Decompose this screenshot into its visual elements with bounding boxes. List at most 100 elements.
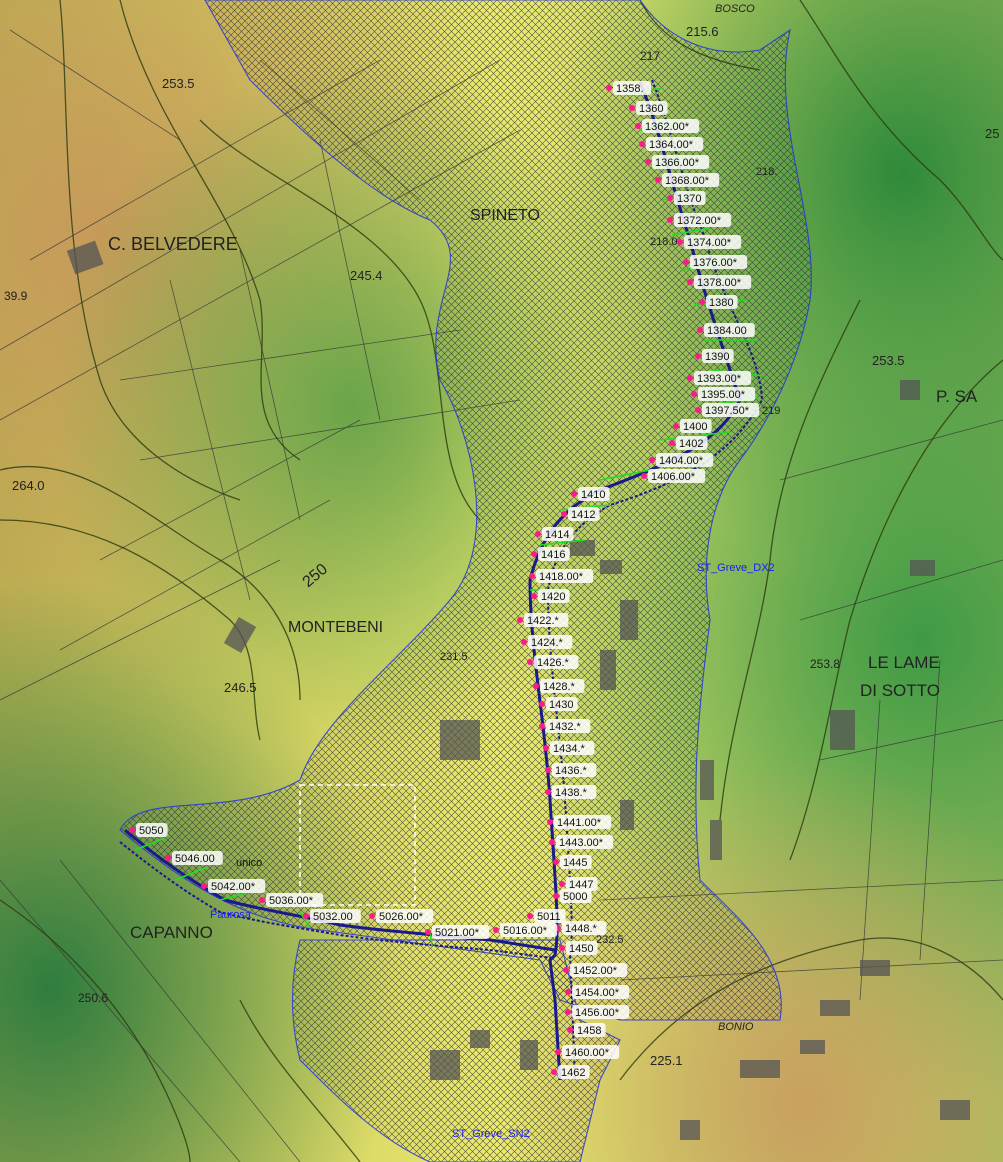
cross-section-label[interactable]: 1452.00* [573, 965, 618, 977]
cross-section-label[interactable]: 1395.00* [701, 389, 746, 401]
cross-section-label[interactable]: 1368.00* [665, 175, 710, 187]
cross-section-label[interactable]: 1410 [581, 489, 605, 501]
cross-section-label[interactable]: 1376.00* [693, 257, 738, 269]
stream-label-unico: unico [236, 857, 262, 869]
cross-section-label-bg [684, 235, 742, 249]
stream-label-paurosa: Paurosa [210, 909, 252, 921]
elev-218: 218. [756, 166, 777, 178]
cross-section-label[interactable]: 1438.* [555, 787, 588, 799]
cross-section-label-bg [536, 569, 594, 583]
cross-section-label[interactable]: 5050 [139, 825, 163, 837]
cross-section-label[interactable]: 1393.00* [697, 373, 742, 385]
cross-section-label[interactable]: 1420 [541, 591, 565, 603]
cross-section-label[interactable]: 1366.00* [655, 157, 700, 169]
cross-section-label[interactable]: 5016.00* [503, 925, 548, 937]
section-points [129, 85, 705, 1075]
cross-section-label[interactable]: 1358. [616, 83, 644, 95]
cross-section-label[interactable]: 1412 [571, 509, 595, 521]
section-point [531, 593, 537, 599]
cross-section-label[interactable]: 1378.00* [697, 277, 742, 289]
elev-231-5: 231.5 [440, 651, 468, 663]
cross-section-label[interactable]: 1406.00* [651, 471, 696, 483]
section-point [667, 195, 673, 201]
cross-section-label[interactable]: 1448.* [565, 923, 598, 935]
section-point [539, 701, 545, 707]
cross-section-label-bg [642, 119, 700, 133]
cross-section-label[interactable]: 5011 [537, 911, 561, 923]
cross-section-label[interactable]: 1370 [677, 193, 701, 205]
flood-area-upper [119, 0, 812, 1021]
cross-section-label[interactable]: 1436.* [555, 765, 588, 777]
cross-section-label-bg [698, 387, 756, 401]
cross-section-label-bg [550, 741, 595, 755]
section-point [677, 239, 683, 245]
cross-section-label-bg [432, 925, 490, 939]
place-label-montebeni: MONTEBENI [288, 619, 383, 636]
cross-section-label[interactable]: 1456.00* [575, 1007, 620, 1019]
section-point [561, 511, 567, 517]
section-point [129, 827, 135, 833]
cross-section-label[interactable]: 5042.00* [211, 881, 256, 893]
cross-section-label[interactable]: 1460.00* [565, 1047, 610, 1059]
section-point [553, 859, 559, 865]
cross-section-label[interactable]: 1441.00* [557, 817, 602, 829]
elev-264-0: 264.0 [12, 478, 45, 493]
cross-section-label[interactable]: 1360 [639, 103, 663, 115]
section-point [529, 573, 535, 579]
cross-section-label[interactable]: 1426.* [537, 657, 570, 669]
cross-section-label[interactable]: 1430 [549, 699, 573, 711]
cross-section-label[interactable]: 5026.00* [379, 911, 424, 923]
cross-section-label[interactable]: 1447 [569, 879, 593, 891]
cross-section-label[interactable]: 1414 [545, 529, 569, 541]
cross-section-label-bg [546, 697, 578, 711]
section-point [493, 927, 499, 933]
cross-section-label[interactable]: 1445 [563, 857, 587, 869]
section-point [571, 491, 577, 497]
cross-section-label[interactable]: 1400 [683, 421, 707, 433]
cross-section-label-bg [578, 487, 610, 501]
cross-section-label[interactable]: 1404.00* [659, 455, 704, 467]
cross-section-label[interactable]: 1428.* [543, 681, 576, 693]
cross-section-label-bg [570, 963, 628, 977]
elev-253-5-b: 253.5 [872, 353, 905, 368]
cross-section-label-bg [572, 1005, 630, 1019]
section-point [201, 883, 207, 889]
elev-219: 219 [762, 405, 780, 417]
cross-section-label[interactable]: 5032.00 [313, 911, 353, 923]
cross-section-label[interactable]: 1364.00* [649, 139, 694, 151]
cross-section-label[interactable]: 1424.* [531, 637, 564, 649]
section-point [553, 893, 559, 899]
cross-section-label[interactable]: 5000 [563, 891, 587, 903]
cross-section-label[interactable]: 1434.* [553, 743, 586, 755]
cross-section-label[interactable]: 5046.00 [175, 853, 215, 865]
cross-section-label[interactable]: 1432.* [549, 721, 582, 733]
cross-section-label[interactable]: 1450 [569, 943, 593, 955]
elev-225-1: 225.1 [650, 1053, 683, 1068]
cross-section-label[interactable]: 1362.00* [645, 121, 690, 133]
section-point [531, 551, 537, 557]
cross-section-label[interactable]: 1418.00* [539, 571, 584, 583]
cross-section-label[interactable]: 1380 [709, 297, 733, 309]
cross-section-label[interactable]: 1372.00* [677, 215, 722, 227]
area-label-dx2: ST_Greve_DX2 [697, 562, 775, 574]
cross-section-label[interactable]: 1422.* [527, 615, 560, 627]
cross-section-label[interactable]: 1443.00* [559, 837, 604, 849]
cross-section-label[interactable]: 1402 [679, 438, 703, 450]
cross-section-label-bg [562, 921, 607, 935]
section-point [559, 881, 565, 887]
cross-section-label[interactable]: 5036.00* [269, 895, 314, 907]
cross-section-label[interactable]: 5021.00* [435, 927, 480, 939]
cross-section-label[interactable]: 1384.00 [707, 325, 747, 337]
cross-section-label[interactable]: 1397.50* [705, 405, 750, 417]
cross-section-label[interactable]: 1462 [561, 1067, 585, 1079]
section-point [547, 819, 553, 825]
cross-section-label[interactable]: 1390 [705, 351, 729, 363]
cross-section-label[interactable]: 1454.00* [575, 987, 620, 999]
cross-section-label-bg [636, 101, 668, 115]
elev-217: 217 [640, 49, 660, 63]
cross-section-label[interactable]: 1416 [541, 549, 565, 561]
cross-section-label[interactable]: 1374.00* [687, 237, 732, 249]
cross-section-label[interactable]: 1458 [577, 1025, 601, 1037]
area-label-sn2: ST_Greve_SN2 [452, 1128, 530, 1140]
